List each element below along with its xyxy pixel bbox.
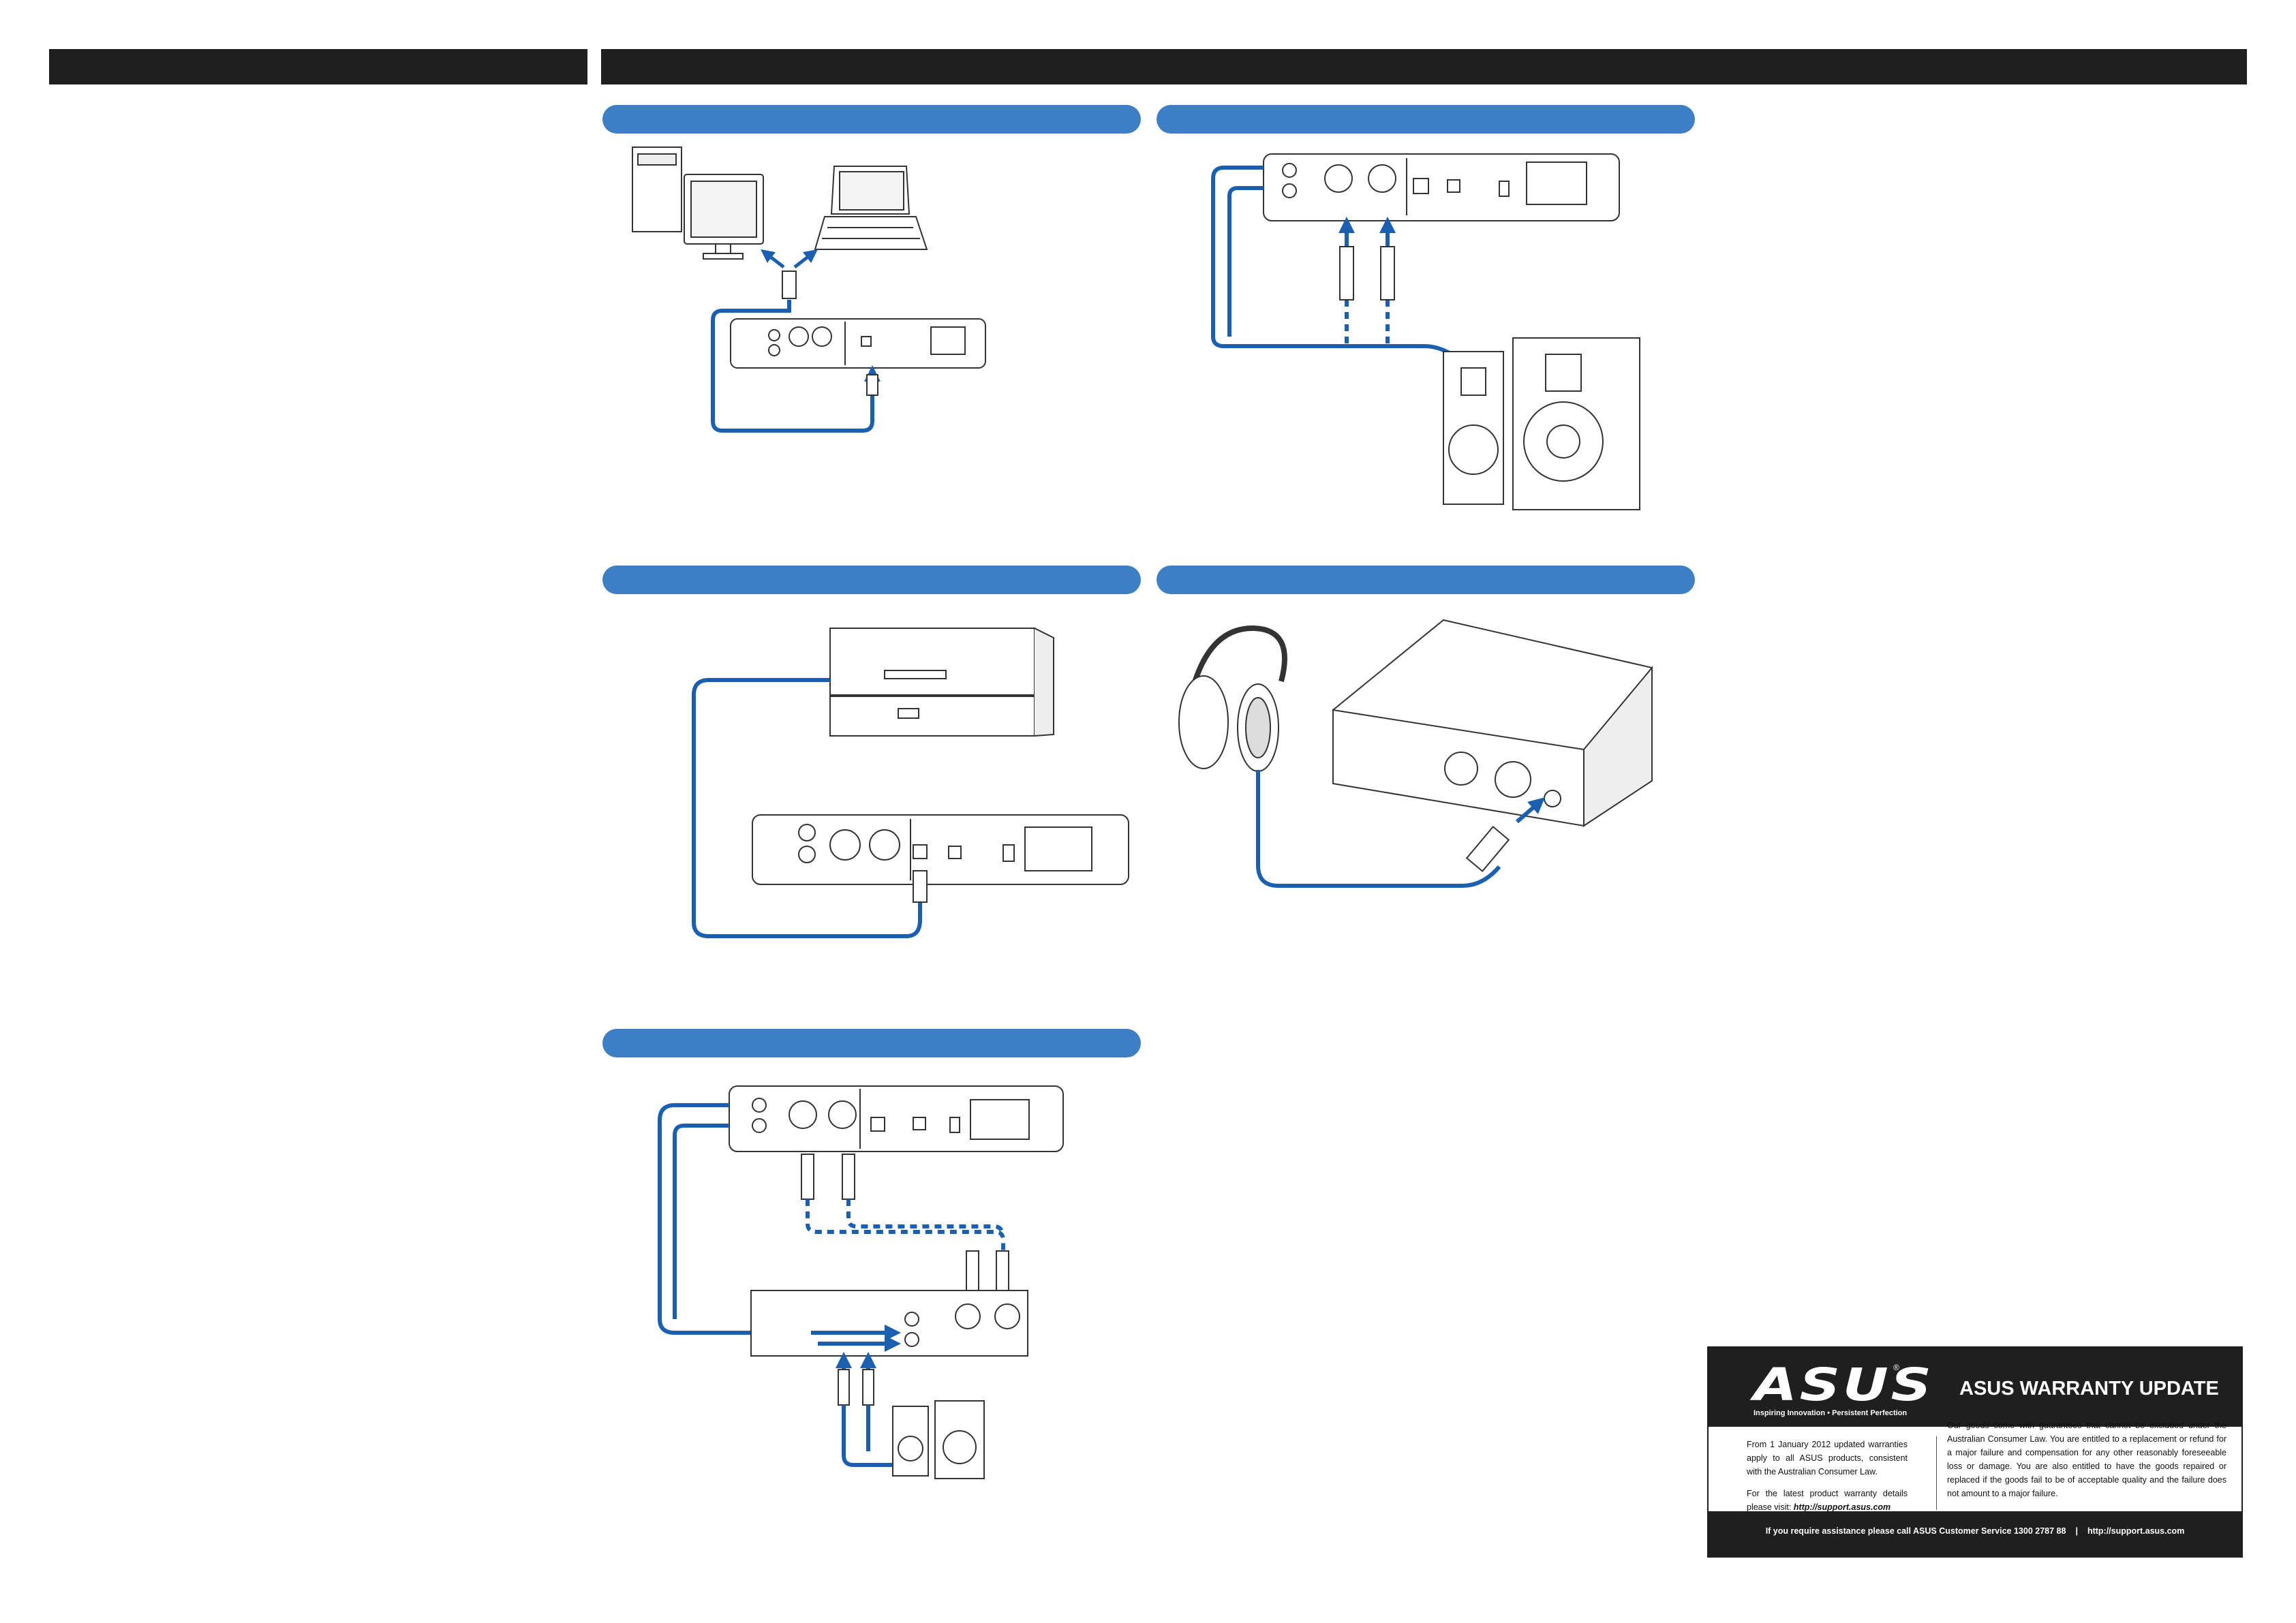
warranty-left-para1: From 1 January 2012 updated warranties a…: [1747, 1440, 1908, 1477]
desktop-pc-icon: [632, 146, 764, 260]
section-header-usb: [602, 105, 1141, 134]
section-header-amplifier: [602, 1029, 1141, 1057]
amplifier-icon: [750, 1290, 1028, 1357]
dac-rear-panel-icon: [729, 1085, 1064, 1152]
warranty-box: ASUS ® Inspiring Innovation • Persistent…: [1707, 1346, 2243, 1575]
warranty-visit-text: For the latest product warranty details …: [1747, 1489, 1908, 1512]
footer-support-link[interactable]: http://support.asus.com: [2087, 1526, 2185, 1536]
speaker-cable-b: [1227, 186, 1264, 337]
warranty-body: [1707, 1427, 2243, 1511]
right-header-bar: [601, 49, 2247, 84]
logo-tagline: Inspiring Innovation • Persistent Perfec…: [1754, 1409, 1908, 1417]
section-header-digital: [602, 566, 1141, 594]
warranty-footer-bar: [1707, 1511, 2243, 1558]
dac-rear-panel-icon: [752, 814, 1129, 885]
headphones-icon: [1178, 625, 1287, 772]
laptop-icon: [814, 166, 928, 250]
warranty-right-column: Our goods come with guarantees that cann…: [1947, 1421, 2226, 1498]
usb-cable: [711, 300, 874, 433]
dac-rear-panel-icon: [1263, 153, 1620, 221]
registered-mark: ®: [1893, 1363, 1899, 1372]
footer-separator: |: [2075, 1526, 2078, 1536]
footer-assistance-text: If you require assistance please call AS…: [1765, 1526, 2066, 1536]
headphone-cable: [1256, 770, 1501, 888]
amp-cable-outer: [658, 1103, 811, 1335]
speakers-icon: [1443, 337, 1640, 510]
warranty-header: ASUS ® Inspiring Innovation • Persistent…: [1707, 1346, 2243, 1427]
amp-cable-inner: [673, 1124, 729, 1319]
warranty-left-column: From 1 January 2012 updated warranties a…: [1747, 1438, 1908, 1522]
section-header-headphones: [1157, 566, 1695, 594]
warranty-support-link[interactable]: http://support.asus.com: [1793, 1502, 1891, 1512]
left-header-bar: [49, 49, 587, 84]
section-header-speakers: [1157, 105, 1695, 134]
speakers-icon: [892, 1400, 985, 1479]
speaker-cable-a: [1211, 166, 1453, 356]
dac-rear-panel-icon: [730, 318, 986, 369]
usb-plug-icon: [761, 249, 818, 299]
warranty-left-para2: For the latest product warranty details …: [1747, 1487, 1908, 1514]
warranty-title: ASUS WARRANTY UPDATE: [1959, 1378, 2219, 1400]
cd-transport-icon: [829, 628, 1054, 737]
dac-amplifier-icon: [1332, 619, 1653, 827]
asus-logo: ASUS: [1754, 1359, 1934, 1411]
coax-cable: [692, 678, 922, 938]
column-divider: [1936, 1436, 1937, 1510]
warranty-footer: If you require assistance please call AS…: [1707, 1526, 2243, 1536]
